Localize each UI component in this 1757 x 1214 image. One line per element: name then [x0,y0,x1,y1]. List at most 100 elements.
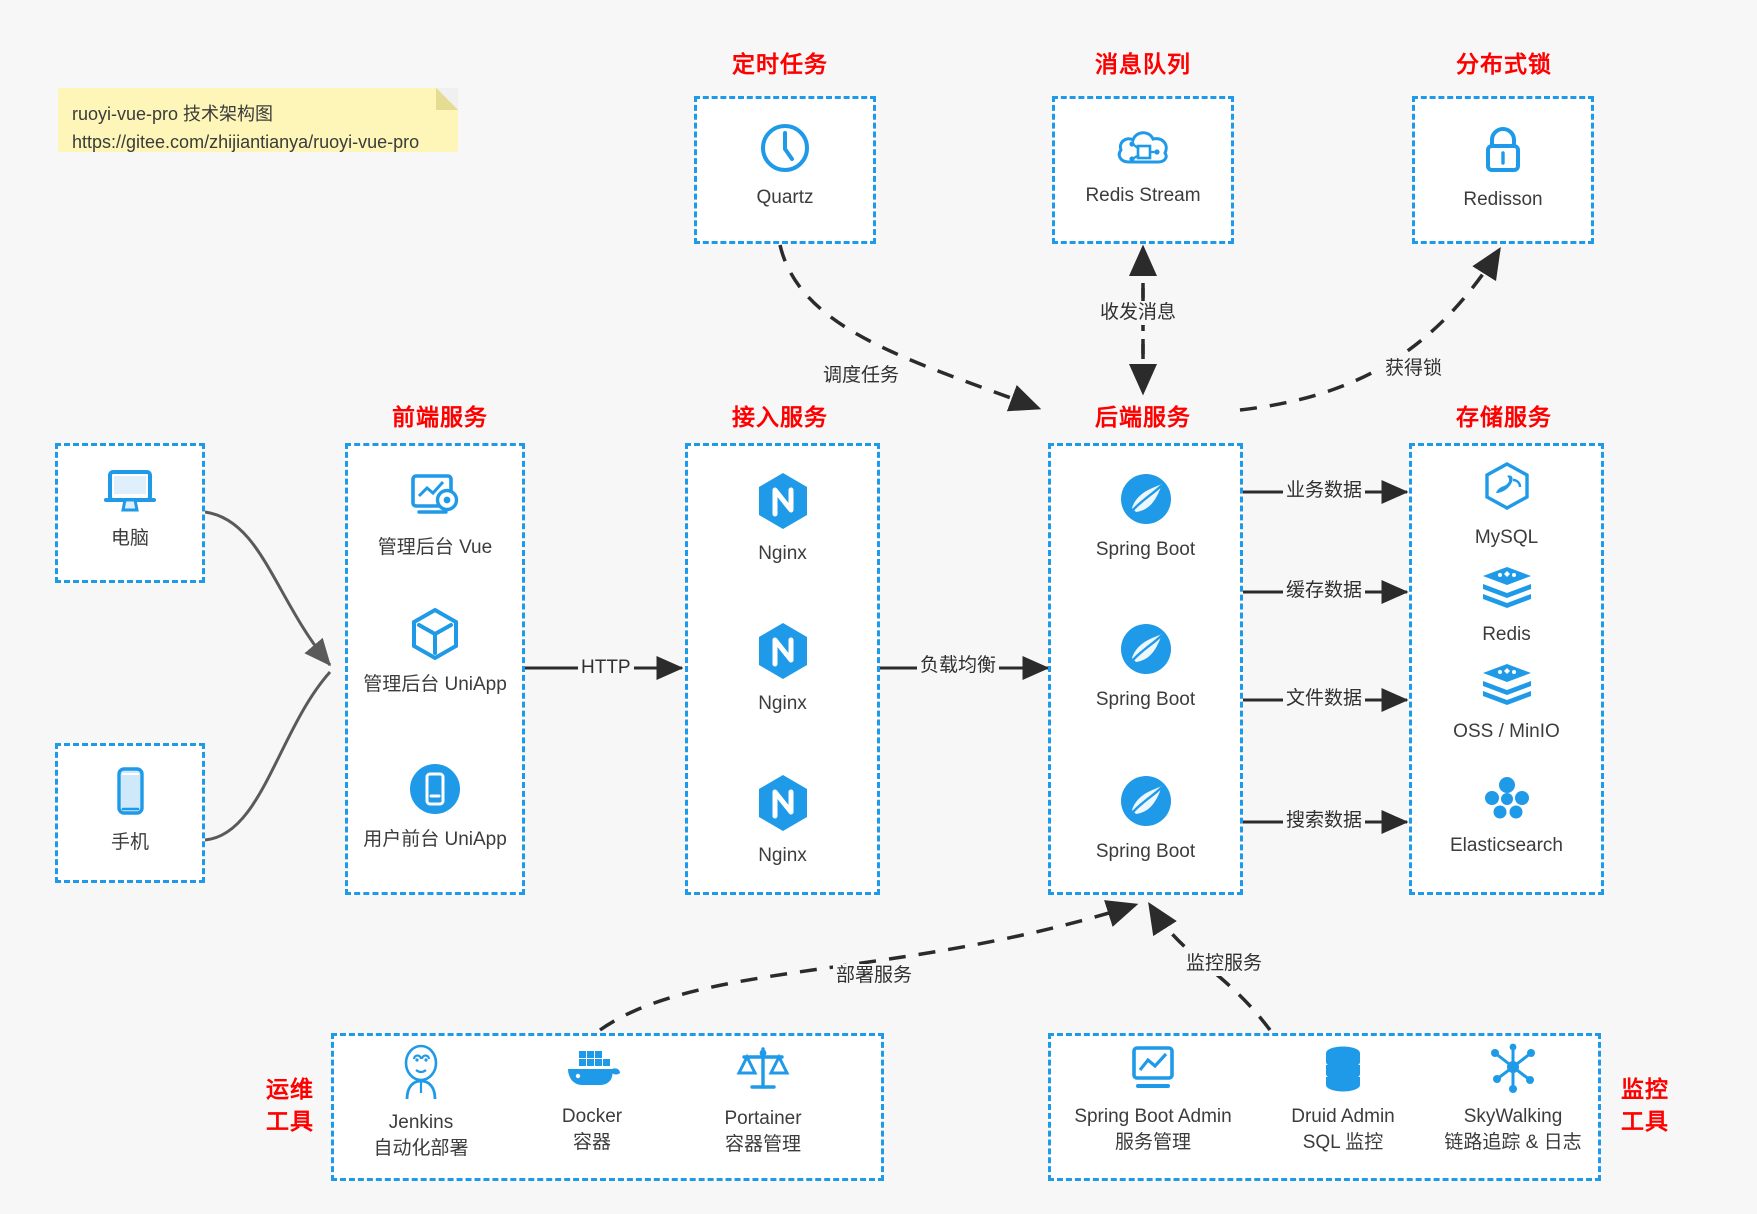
node-admin-uniapp[interactable]: 管理后台 UniApp [345,605,525,698]
cube-icon [406,605,464,668]
node-spring-boot-2[interactable]: Spring Boot [1048,620,1243,713]
edge-label-cache-data: 缓存数据 [1283,579,1366,603]
node-label: 电脑 [110,528,149,549]
node-label: MySQL [1474,527,1539,548]
node-label: Docker [561,1106,623,1127]
edge-label-file-data: 文件数据 [1283,687,1366,711]
note-line-1: ruoyi-vue-pro 技术架构图 [72,104,274,124]
skywalking-network-icon [1486,1043,1540,1100]
jenkins-butler-icon [392,1043,450,1106]
group-title-frontend: 前端服务 [392,404,488,430]
group-box-frontend [345,443,525,895]
lock-icon [1476,122,1530,183]
edge-label-business-data: 业务数据 [1283,479,1366,503]
node-desktop[interactable]: 电脑 [55,465,205,552]
group-title-monitoring-line-1: 监控 [1621,1076,1669,1102]
mobile-app-icon [406,760,464,823]
portainer-scale-icon [734,1043,792,1102]
node-label: 管理后台 UniApp [363,674,507,695]
node-label: Spring Boot [1095,841,1196,862]
node-mysql[interactable]: MySQL [1409,460,1604,551]
node-mobile[interactable]: 手机 [55,765,205,856]
node-label: Nginx [758,845,807,866]
node-sublabel: 容器管理 [724,1134,801,1155]
group-title-storage: 存储服务 [1456,404,1552,430]
node-redis-stream[interactable]: Redis Stream [1052,122,1234,209]
edge-label-deploy-service: 部署服务 [833,964,916,988]
node-oss-minio[interactable]: OSS / MinIO [1409,660,1604,745]
spring-boot-icon [1117,620,1175,683]
note-line-2: https://gitee.com/zhijiantianya/ruoyi-vu… [72,132,420,152]
node-redisson[interactable]: Redisson [1412,122,1594,213]
node-label: Elasticsearch [1450,835,1563,856]
node-elasticsearch[interactable]: Elasticsearch [1409,770,1604,859]
edge-label-http: HTTP [578,656,634,680]
node-label: Druid Admin [1291,1106,1395,1127]
node-nginx-3[interactable]: Nginx [685,772,880,869]
node-redis[interactable]: Redis [1409,563,1604,648]
node-label: Jenkins [388,1112,454,1133]
node-label: 管理后台 Vue [377,537,493,558]
group-title-message-queue: 消息队列 [1095,51,1191,77]
group-title-monitoring-line-2: 工具 [1621,1108,1669,1134]
node-portainer[interactable]: Portainer 容器管理 [678,1043,848,1158]
node-spring-boot-admin[interactable]: Spring Boot Admin 服务管理 [1053,1043,1253,1156]
node-label: Redis [1482,624,1531,645]
clock-icon [757,120,813,181]
elasticsearch-icon [1478,770,1536,829]
node-user-uniapp[interactable]: 用户前台 UniApp [345,760,525,853]
edge-label-acquire-lock: 获得锁 [1382,357,1446,381]
node-nginx-2[interactable]: Nginx [685,620,880,717]
node-nginx-1[interactable]: Nginx [685,470,880,567]
node-sublabel: 服务管理 [1114,1132,1191,1153]
nginx-icon [754,772,812,839]
edge-label-monitor-service: 监控服务 [1183,952,1266,976]
node-label: 手机 [110,832,149,853]
edge-label-load-balance: 负载均衡 [917,654,1000,678]
redis-stack-icon [1478,563,1536,618]
group-title-devops-line-2: 工具 [266,1108,314,1134]
node-label: Redis Stream [1085,185,1201,206]
node-spring-boot-1[interactable]: Spring Boot [1048,470,1243,563]
group-title-devops-line-1: 运维 [266,1076,314,1102]
monitor-chart-icon [1124,1043,1182,1100]
edge-label-schedule-task: 调度任务 [820,364,903,388]
spring-boot-icon [1117,772,1175,835]
node-skywalking[interactable]: SkyWalking 链路追踪 & 日志 [1423,1043,1603,1156]
node-sublabel: 链路追踪 & 日志 [1444,1132,1582,1153]
group-title-monitoring: 监控 工具 [1613,1073,1677,1137]
note-fold-icon [436,88,458,110]
group-box-monitoring [1048,1033,1601,1181]
node-sublabel: 自动化部署 [373,1138,469,1159]
node-label: Spring Boot Admin [1074,1106,1232,1127]
node-docker[interactable]: Docker 容器 [507,1043,677,1156]
node-label: SkyWalking [1463,1106,1563,1127]
edge-label-search-data: 搜索数据 [1283,809,1366,833]
node-jenkins[interactable]: Jenkins 自动化部署 [336,1043,506,1162]
group-title-devops: 运维 工具 [258,1073,322,1137]
group-title-scheduled-task: 定时任务 [732,51,828,77]
diagram-note: ruoyi-vue-pro 技术架构图 https://gitee.com/zh… [58,88,458,152]
group-box-message-queue [1052,96,1234,244]
mobile-phone-icon [109,765,151,826]
node-quartz[interactable]: Quartz [694,120,876,211]
group-title-gateway: 接入服务 [732,404,828,430]
node-sublabel: 容器 [572,1132,611,1153]
node-spring-boot-3[interactable]: Spring Boot [1048,772,1243,865]
desktop-monitor-icon [101,465,159,522]
mysql-dolphin-icon [1479,460,1535,521]
cloud-stream-icon [1113,122,1173,179]
node-sublabel: SQL 监控 [1302,1132,1384,1153]
redis-stack-icon [1478,660,1536,715]
group-title-distributed-lock: 分布式锁 [1456,51,1552,77]
node-label: OSS / MinIO [1453,721,1560,742]
node-label: Portainer [724,1108,802,1129]
node-label: Quartz [756,187,814,208]
nginx-icon [754,470,812,537]
nginx-icon [754,620,812,687]
node-label: Spring Boot [1095,539,1196,560]
spring-boot-icon [1117,470,1175,533]
node-label: Nginx [758,543,807,564]
node-druid-admin[interactable]: Druid Admin SQL 监控 [1253,1043,1433,1156]
node-admin-vue[interactable]: 管理后台 Vue [345,470,525,561]
